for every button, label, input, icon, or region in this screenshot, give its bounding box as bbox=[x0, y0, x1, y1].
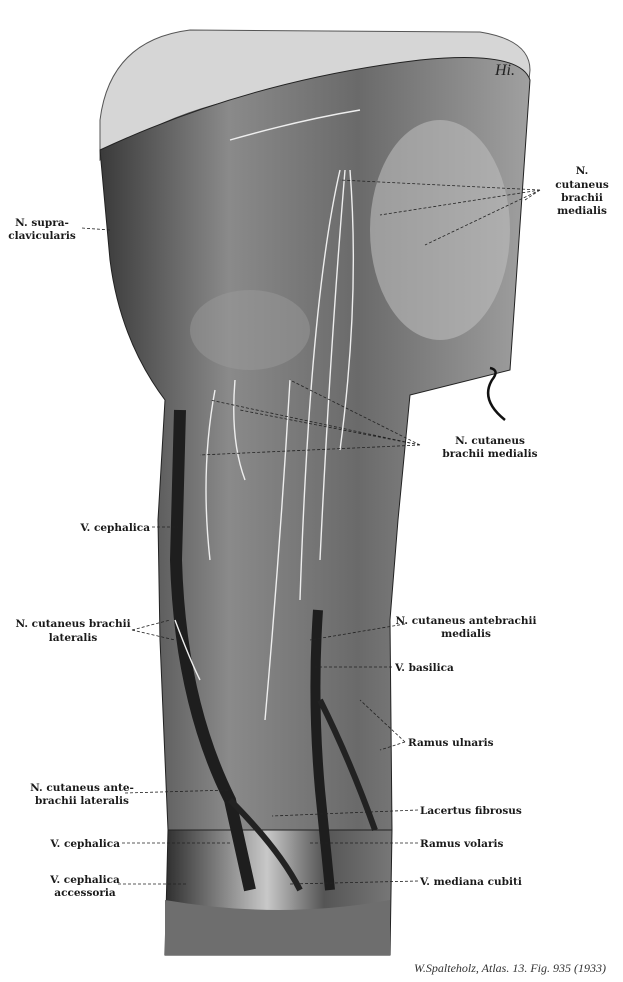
label-cam-2: medialis bbox=[441, 628, 491, 640]
label-supraclavicularis-1: N. supra- bbox=[15, 217, 69, 229]
nerves bbox=[174, 109, 361, 721]
annotation-mark: Hi. bbox=[494, 62, 515, 79]
label-ramus-ulnaris: Ramus ulnaris bbox=[408, 737, 494, 749]
label-cbm-mid-1: N. cutaneus bbox=[455, 435, 525, 447]
label-lacertus-fibrosus: Lacertus fibrosus bbox=[420, 805, 522, 817]
label-cbm-mid-2: brachii medialis bbox=[442, 448, 537, 460]
figure-credit: W.Spalteholz, Atlas. 13. Fig. 935 (1933) bbox=[414, 961, 606, 975]
vena-basilica bbox=[310, 609, 335, 891]
leader-lines bbox=[81, 179, 541, 885]
label-cephalica-accessoria-2: accessoria bbox=[54, 887, 116, 899]
label-basilica: V. basilica bbox=[394, 662, 454, 674]
label-cbm-top-1: N. bbox=[576, 165, 589, 177]
label-cbm-top-4: medialis bbox=[557, 205, 607, 217]
vena-cephalica bbox=[169, 409, 256, 892]
axillary-fat bbox=[370, 120, 510, 340]
label-cal-2: brachii lateralis bbox=[35, 795, 129, 807]
label-mediana-cubiti: V. mediana cubiti bbox=[419, 876, 522, 888]
label-cephalica-upper: V. cephalica bbox=[79, 522, 150, 534]
label-cephalica-accessoria-1: V. cephalica bbox=[49, 874, 120, 886]
label-cephalica-lower: V. cephalica bbox=[49, 838, 120, 850]
label-cal-1: N. cutaneus ante- bbox=[30, 782, 134, 794]
retractor-hook bbox=[486, 366, 506, 421]
label-cbm-top-3: brachii bbox=[561, 192, 603, 204]
label-cbl-2: lateralis bbox=[49, 632, 98, 644]
label-cam-1: N. cutaneus antebrachii bbox=[395, 615, 536, 627]
label-cbm-top-2: cutaneus bbox=[555, 179, 609, 191]
label-supraclavicularis-2: clavicularis bbox=[8, 230, 76, 242]
label-ramus-volaris: Ramus volaris bbox=[420, 838, 503, 850]
label-cbl-1: N. cutaneus brachii bbox=[15, 618, 130, 630]
